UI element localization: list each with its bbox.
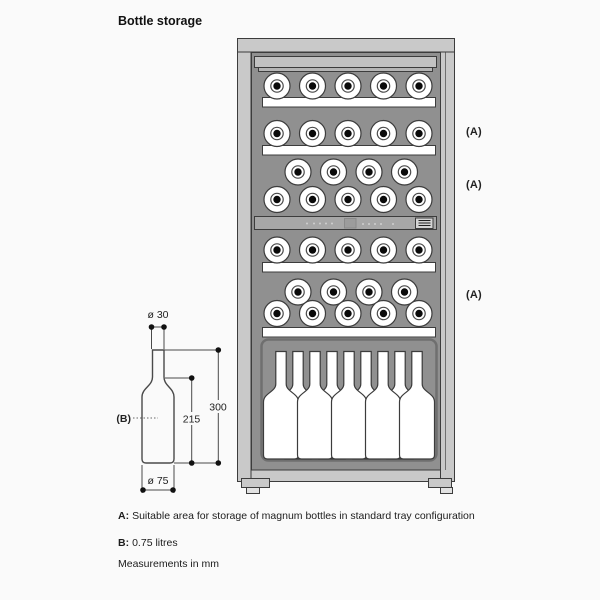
bottom-compartment-border [260, 338, 438, 462]
bottle-end [390, 278, 419, 306]
base-bracket-right [428, 478, 452, 488]
bottle-end [369, 236, 398, 264]
foot-right [440, 487, 453, 494]
bottle-end [334, 72, 362, 100]
interior-top-trim [254, 56, 437, 68]
bottle-end [298, 236, 327, 264]
zone-label-a-1: (A) [466, 126, 482, 138]
dim-total-height: 300 [209, 402, 227, 414]
bottle-end [405, 185, 433, 214]
bottle-end [263, 72, 291, 100]
legend-text-b: 0.75 litres [132, 537, 178, 549]
bottle-end [334, 236, 362, 264]
bottle-end [405, 119, 433, 148]
bottle-end [334, 299, 362, 328]
tray-shelf [262, 327, 436, 338]
interior-top-trim-lip [258, 67, 433, 72]
bottle-end [405, 236, 433, 264]
wine-cabinet-diagram [237, 38, 455, 494]
bottle-end [298, 72, 327, 100]
bottle-end [390, 158, 419, 186]
bottle-end [334, 119, 362, 148]
dim-body-height: 215 [183, 414, 201, 426]
control-panel-indicators [306, 222, 394, 225]
legend-item-a: A:Suitable area for storage of magnum bo… [118, 510, 475, 522]
bottle-end [263, 299, 291, 328]
zone-label-a-2: (A) [466, 179, 482, 191]
bottle-outline [141, 349, 175, 464]
page-title: Bottle storage [118, 14, 203, 28]
bottle-end [298, 185, 327, 214]
cabinet-top-bar [237, 38, 455, 53]
bottle-end [284, 158, 312, 186]
bottle-end [369, 185, 398, 214]
bottle-end [284, 278, 312, 306]
standing-bottle [364, 350, 402, 460]
standing-bottle-row [262, 350, 436, 460]
cabinet-left-wall [237, 38, 252, 482]
legend-text-a: Suitable area for storage of magnum bott… [132, 510, 475, 522]
bottle-end [263, 236, 291, 264]
bottle-end [263, 119, 291, 148]
foot-left [246, 487, 260, 494]
bottle-end [369, 119, 398, 148]
horizontal-bottle-rows [263, 72, 433, 328]
control-panel [254, 216, 437, 230]
measurement-note: Measurements in mm [118, 558, 219, 570]
bottle-end [369, 72, 398, 100]
menu-icon-lines [418, 220, 431, 226]
bottle-end [405, 72, 433, 100]
control-panel-display [344, 218, 357, 229]
base-bracket-left [241, 478, 270, 488]
standing-bottle [262, 350, 300, 460]
bottle-end [263, 185, 291, 214]
bottle-end [319, 278, 348, 306]
standing-bottle [398, 350, 436, 460]
dim-neck-diameter: ø 30 [147, 309, 168, 321]
bottle-dimension-diagram: ø 30 300 215 ø 75 (B) [116, 309, 230, 493]
tray-shelf [262, 262, 436, 273]
cabinet-right-wall [440, 38, 455, 482]
bottle-end [405, 299, 433, 328]
legend-item-b: B:0.75 litres [118, 537, 178, 549]
bottle-end [298, 299, 327, 328]
bottle-end [355, 278, 383, 306]
bottle-end [298, 119, 327, 148]
legend-key-a: A: [118, 510, 130, 522]
bottle-volume-label: (B) [116, 413, 131, 425]
standing-bottle [296, 350, 334, 460]
bottle-end [319, 158, 348, 186]
standing-bottle [330, 350, 368, 460]
legend-key-b: B: [118, 537, 130, 549]
bottle-end [369, 299, 398, 328]
zone-label-a-3: (A) [466, 289, 482, 301]
dim-body-diameter: ø 75 [147, 475, 168, 487]
bottle-end [334, 185, 362, 214]
dimension-dots [140, 324, 222, 493]
bottle-end [355, 158, 383, 186]
